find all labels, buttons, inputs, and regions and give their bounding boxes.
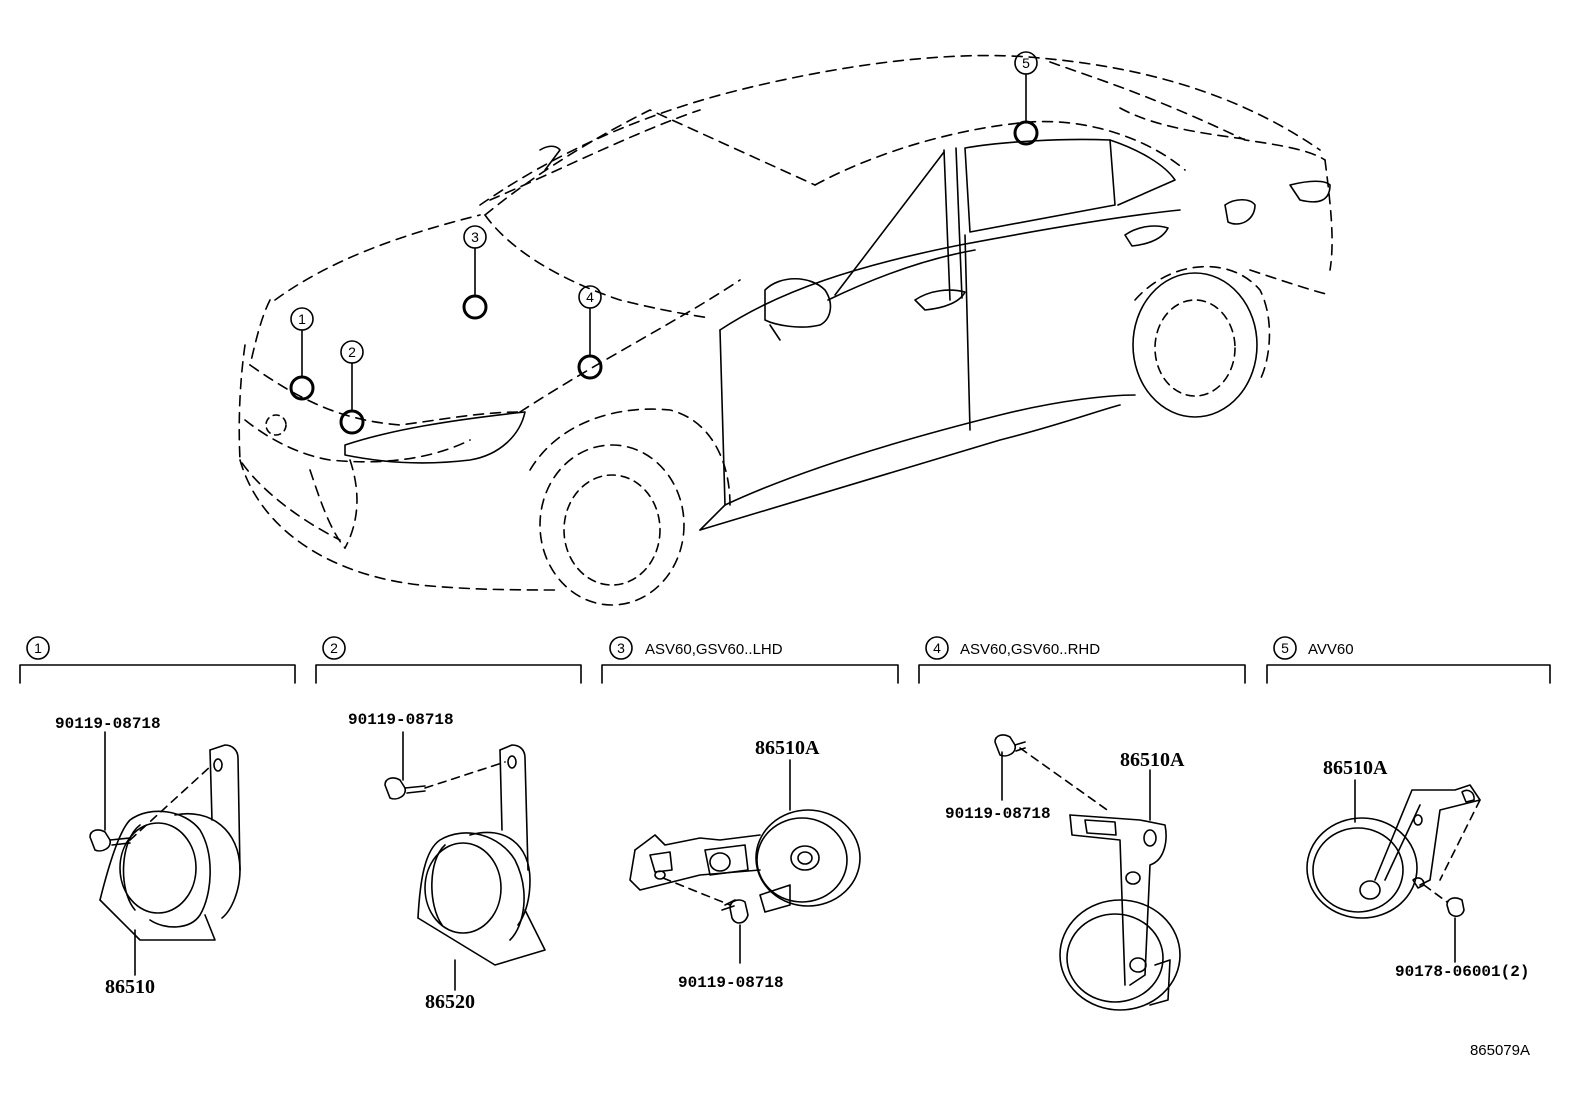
horn-86520-drawing — [384, 731, 546, 991]
section-4-number: 4 — [933, 640, 941, 656]
s4-horn-part-number: 86510A — [1120, 749, 1185, 771]
callout-5-number: 5 — [1022, 55, 1030, 71]
s4-bolt-part-number: 90119-08718 — [945, 805, 1051, 823]
section-2-number: 2 — [330, 640, 338, 656]
s3-bolt-part-number: 90119-08718 — [678, 974, 784, 992]
s2-bolt-part-number: 90119-08718 — [348, 711, 454, 729]
horn-86510-drawing — [89, 731, 241, 976]
s2-horn-part-number: 86520 — [425, 991, 475, 1013]
section-1-number: 1 — [34, 640, 42, 656]
car-illustration — [238, 54, 1333, 606]
s1-bolt-part-number: 90119-08718 — [55, 715, 161, 733]
horn-86510A-avv60-drawing — [1306, 779, 1481, 963]
section-5-label: AVV60 — [1308, 641, 1354, 658]
callout-4-number: 4 — [586, 289, 594, 305]
callout-1-number: 1 — [298, 311, 306, 327]
callout-3-number: 3 — [471, 229, 479, 245]
section-4-label: ASV60,GSV60..RHD — [960, 641, 1100, 658]
s1-horn-part-number: 86510 — [105, 976, 155, 998]
horn-86510A-lhd-drawing — [629, 759, 861, 964]
s5-horn-part-number: 86510A — [1323, 757, 1388, 779]
horn-86510A-rhd-drawing — [994, 734, 1181, 1011]
s5-nut-part-number: 90178-06001(2) — [1395, 963, 1529, 981]
drawing-code: 865079A — [1470, 1042, 1530, 1059]
car-callouts — [289, 51, 1039, 435]
section-5-number: 5 — [1281, 640, 1289, 656]
section-3-number: 3 — [617, 640, 625, 656]
s3-horn-part-number: 86510A — [755, 737, 820, 759]
section-3-label: ASV60,GSV60..LHD — [645, 641, 783, 658]
callout-2-number: 2 — [348, 344, 356, 360]
section-brackets — [19, 636, 1551, 684]
